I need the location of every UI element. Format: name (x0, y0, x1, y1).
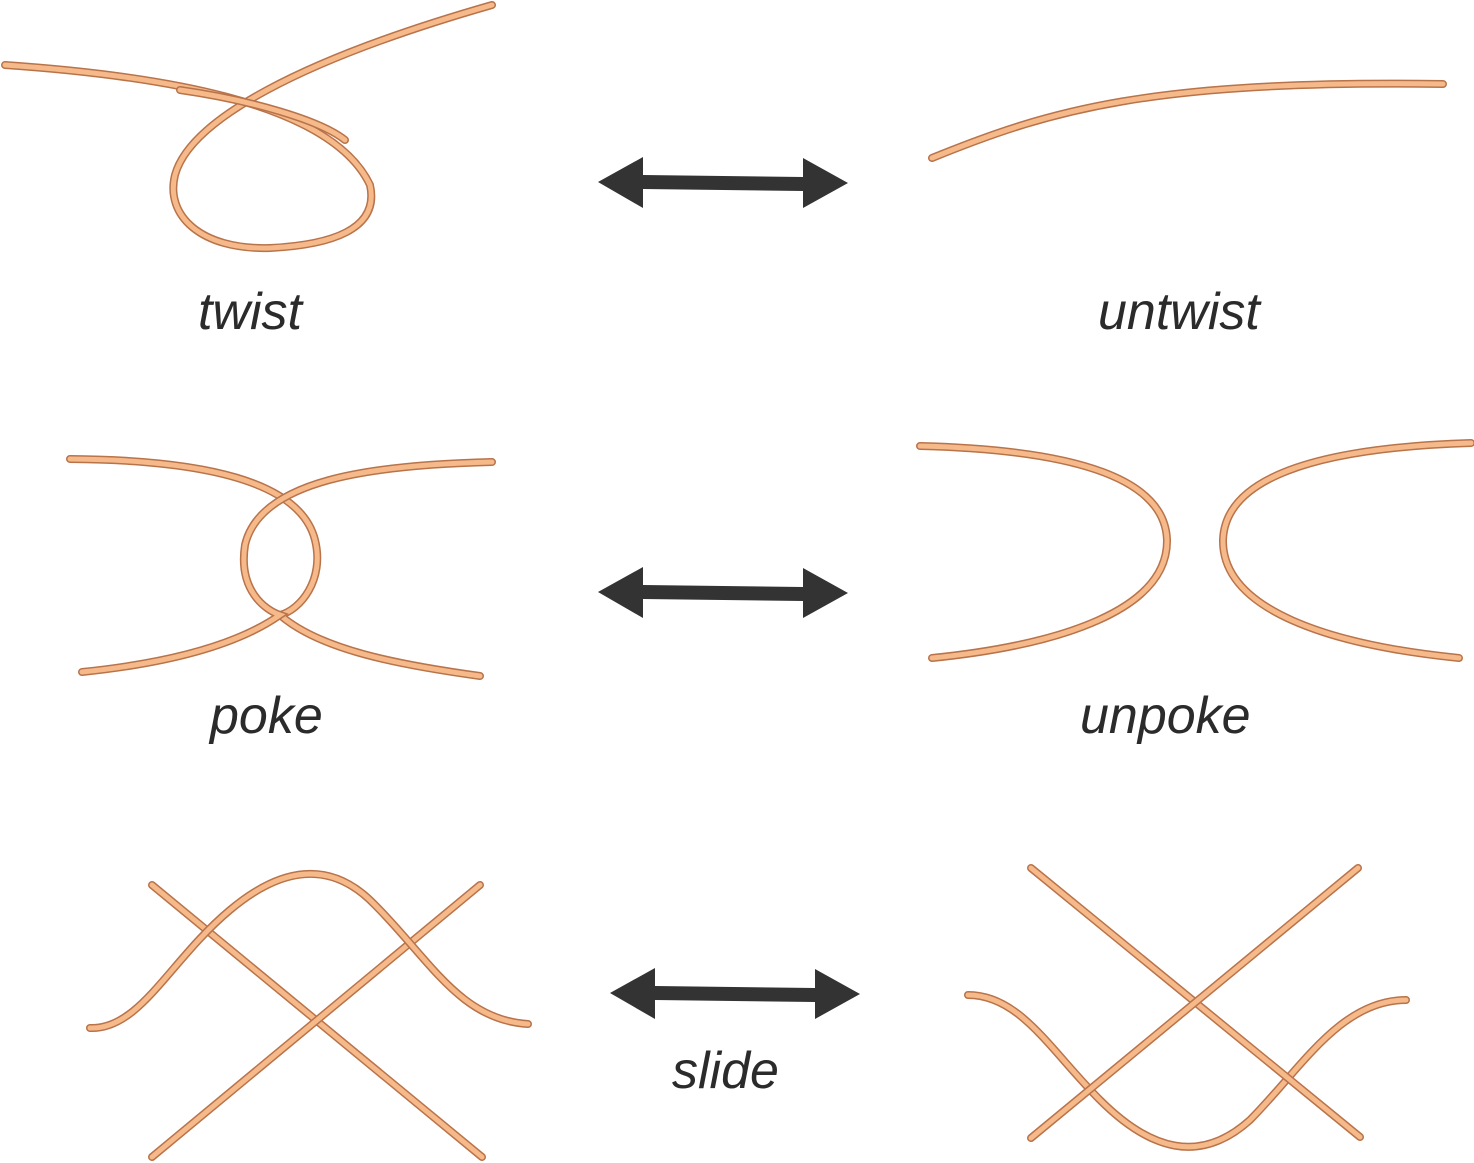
unpoke-strands (916, 439, 1474, 662)
twist-label: twist (198, 283, 302, 341)
twist-strand (1, 1, 496, 253)
untwist-label: untwist (1098, 283, 1260, 341)
slide-double-arrow-icon (610, 968, 860, 1019)
slide-right-strands (964, 864, 1410, 1151)
unpoke-label: unpoke (1080, 687, 1251, 745)
poke-label: poke (210, 687, 323, 745)
slide-left-strands (86, 870, 532, 1161)
untwist-strand (928, 79, 1447, 162)
twist-double-arrow-icon (598, 157, 848, 208)
poke-double-arrow-icon (598, 567, 848, 618)
poke-strands (66, 455, 496, 680)
slide-label: slide (672, 1042, 779, 1100)
